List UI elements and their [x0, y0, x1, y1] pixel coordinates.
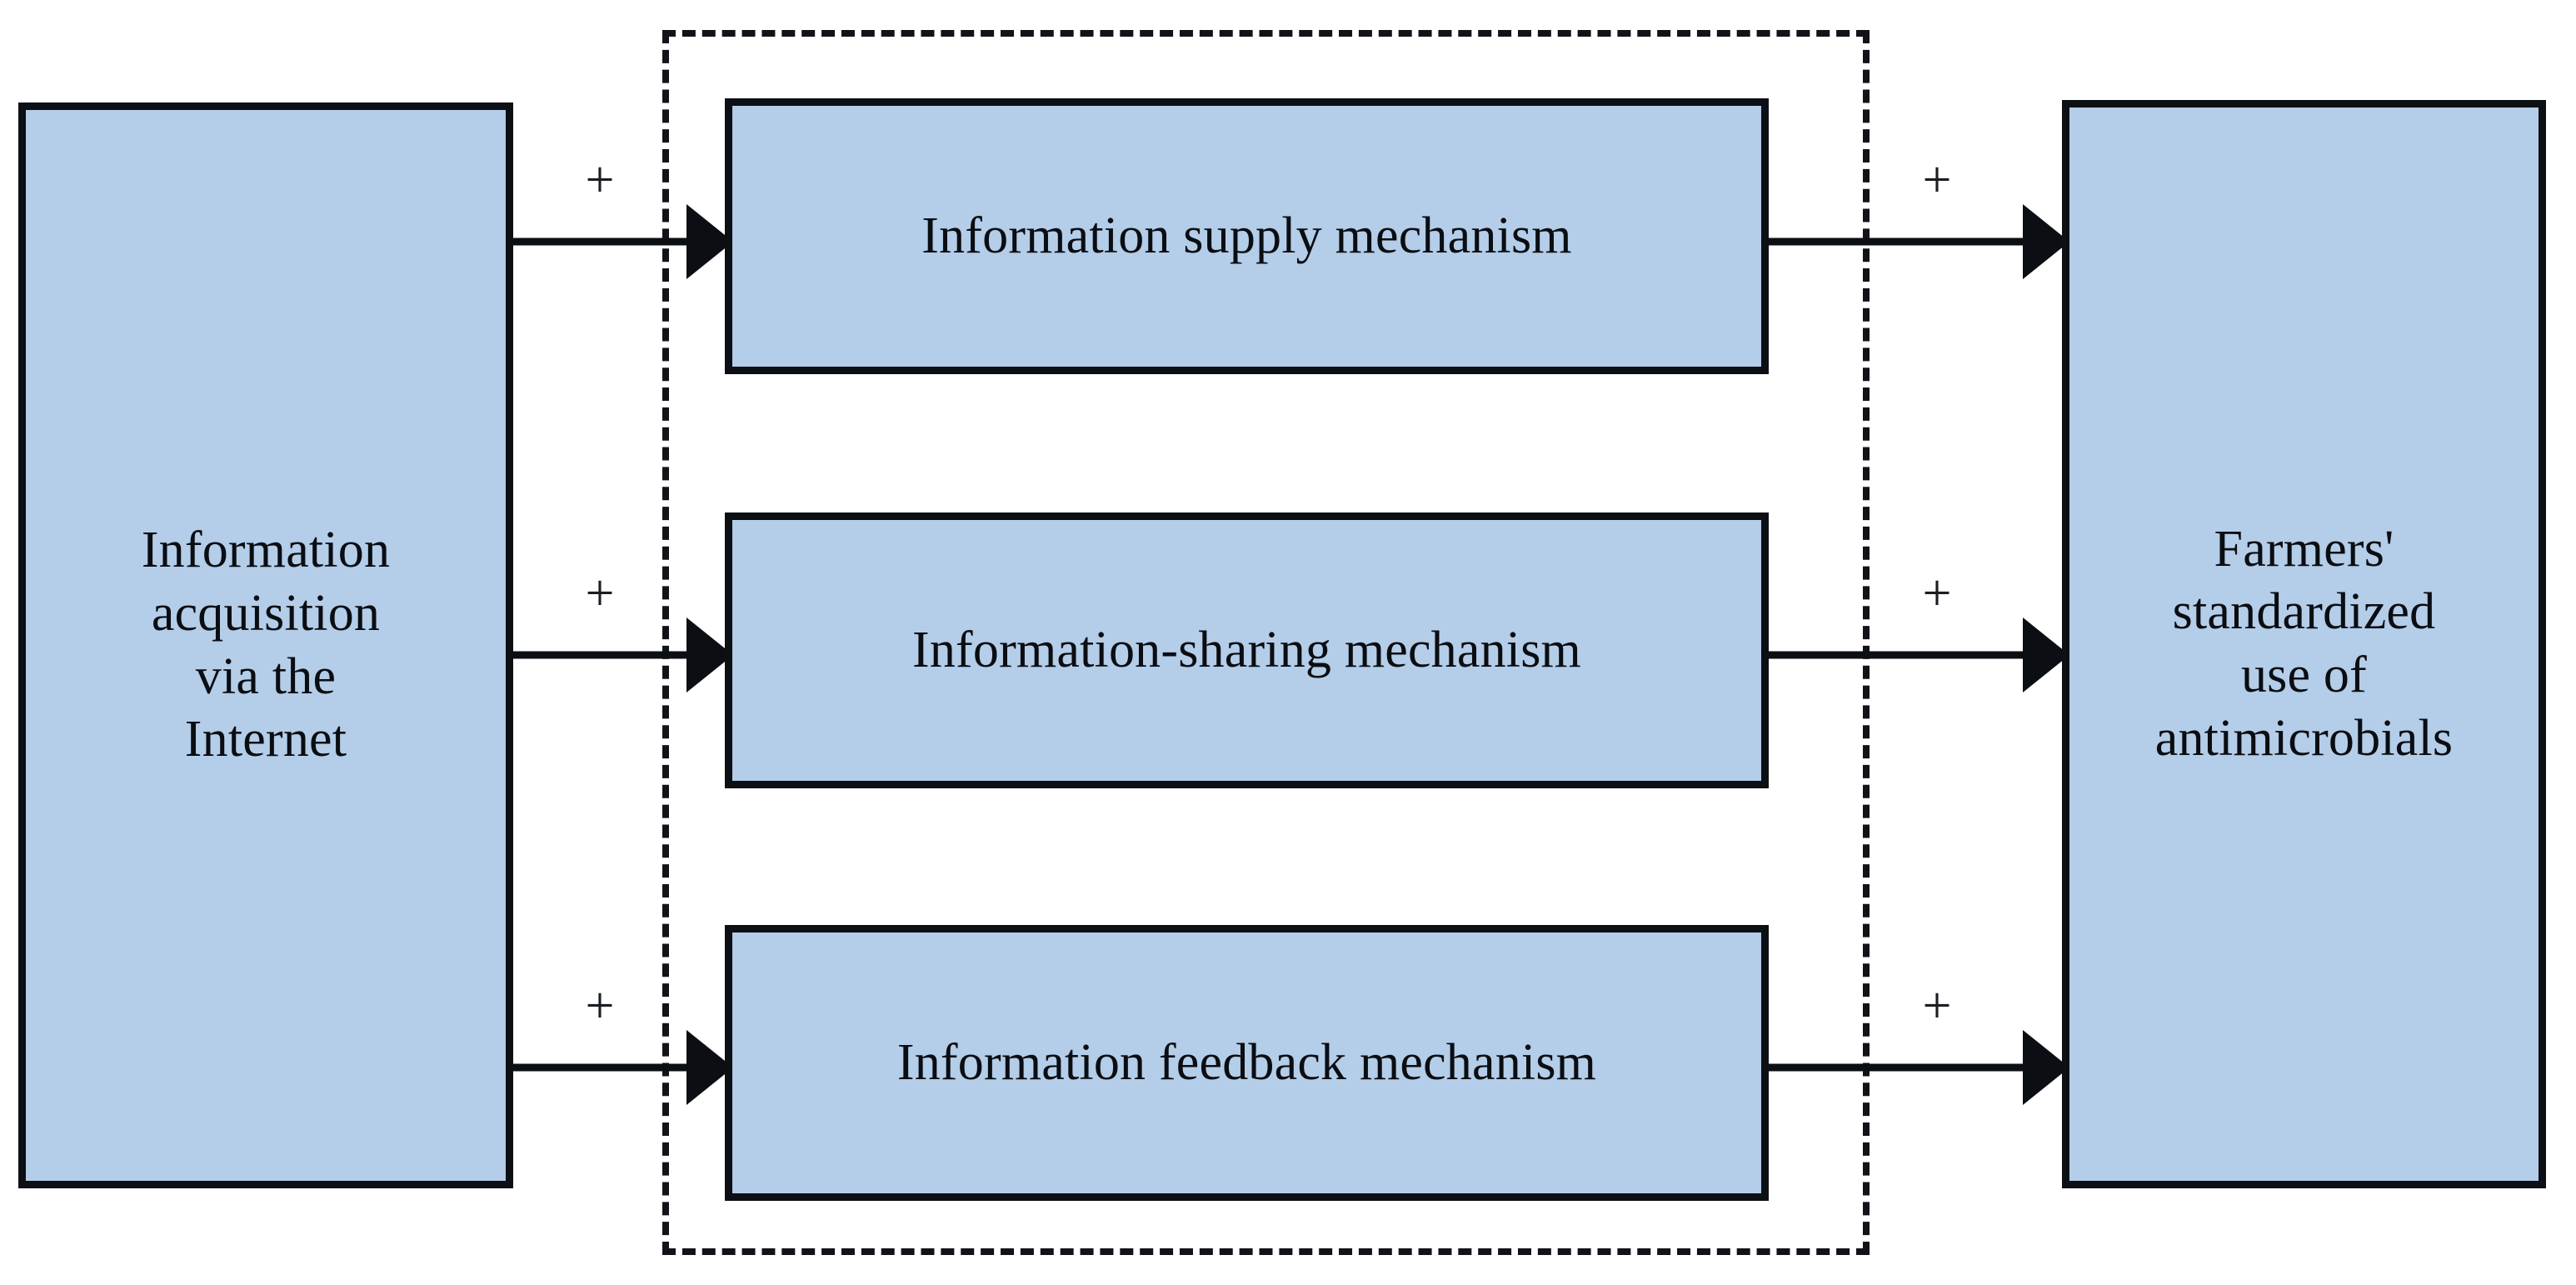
arrow-sharing-to-outcome	[1769, 618, 2069, 692]
outcome-line-2: standardized	[2172, 583, 2436, 641]
edge-sign-feedback-to-outcome: +	[1922, 978, 1952, 1034]
arrow-source-to-supply	[513, 204, 733, 279]
node-information-supply-mechanism[interactable]: Information supply mechanism	[725, 98, 1769, 374]
node-farmers-standardized-use[interactable]: Farmers' standardized use of antimicrobi…	[2062, 100, 2546, 1188]
edge-sign-source-to-feedback: +	[585, 978, 615, 1034]
arrow-source-to-feedback	[513, 1030, 733, 1105]
node-information-feedback-mechanism-label: Information feedback mechanism	[896, 1033, 1597, 1091]
edge-sign-source-to-sharing: +	[585, 565, 615, 622]
arrow-supply-to-outcome	[1769, 204, 2069, 279]
source-line-2: acquisition	[151, 584, 381, 642]
edge-sign-source-to-supply: +	[585, 152, 615, 208]
node-information-supply-mechanism-label: Information supply mechanism	[921, 207, 1572, 264]
outcome-line-3: use of	[2240, 647, 2367, 703]
node-information-sharing-mechanism-label: Information-sharing mechanism	[912, 621, 1581, 678]
source-line-1: Information	[141, 522, 391, 579]
edge-sign-supply-to-outcome: +	[1922, 152, 1952, 208]
node-information-feedback-mechanism[interactable]: Information feedback mechanism	[725, 925, 1769, 1201]
node-farmers-standardized-use-label: Farmers' standardized use of antimicrobi…	[2147, 518, 2461, 771]
node-information-acquisition-label: Information acquisition via the Internet	[133, 519, 398, 772]
outcome-line-1: Farmers'	[2214, 520, 2394, 578]
source-line-4: Internet	[184, 711, 347, 768]
arrow-source-to-sharing	[513, 618, 733, 692]
source-line-3: via the	[195, 648, 337, 705]
node-information-acquisition[interactable]: Information acquisition via the Internet	[18, 102, 513, 1188]
outcome-line-4: antimicrobials	[2154, 709, 2454, 767]
node-information-sharing-mechanism[interactable]: Information-sharing mechanism	[725, 512, 1769, 788]
arrow-feedback-to-outcome	[1769, 1030, 2069, 1105]
edge-sign-sharing-to-outcome: +	[1922, 565, 1952, 622]
